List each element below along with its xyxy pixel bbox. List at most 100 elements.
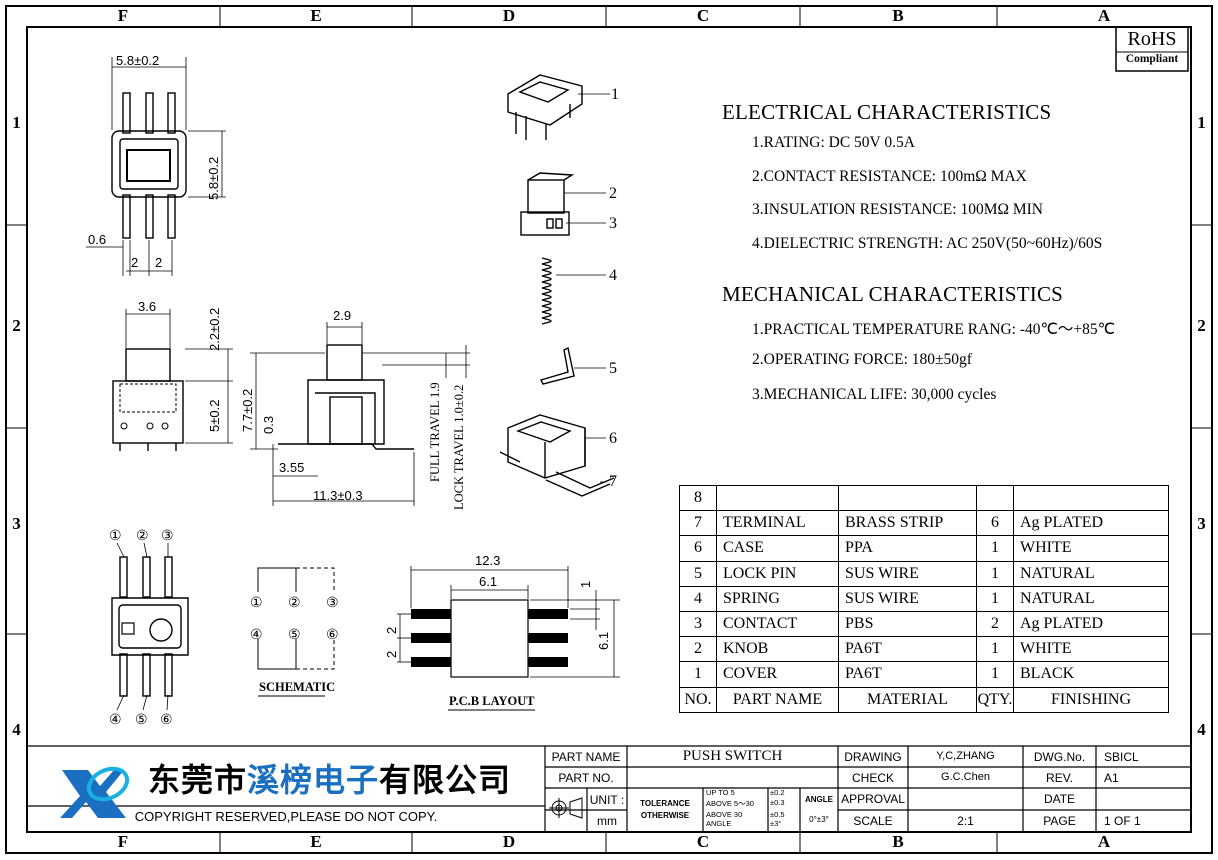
pin-4-label: ④ [109, 713, 122, 728]
rev-value: A1 [1104, 771, 1119, 785]
callout-2: 2 [609, 185, 617, 202]
bom-cell-no: 8 [679, 484, 717, 512]
pin-1-label: ① [109, 529, 122, 544]
bom-cell-material: SUS WIRE [838, 560, 977, 587]
schematic-pin-1: ① [250, 596, 263, 611]
company-name: 东莞市溪榜电子有限公司 [148, 761, 512, 799]
scale-value: 2:1 [957, 814, 974, 828]
mechanical-item: 3.MECHANICAL LIFE: 30,000 cycles [752, 386, 997, 403]
electrical-item: 4.DIELECTRIC STRENGTH: AC 250V(50~60Hz)/… [752, 235, 1103, 252]
check-label: CHECK [851, 771, 894, 785]
electrical-item: 2.CONTACT RESISTANCE: 100mΩ MAX [752, 168, 1027, 185]
side-view-front [112, 309, 233, 451]
bottom-view [111, 542, 189, 711]
part-name-label: PART NAME [551, 750, 621, 764]
dim-height-top: 5.8±0.2 [206, 156, 221, 200]
bom-cell-finish: NATURAL [1013, 585, 1169, 612]
page-label: PAGE [1043, 814, 1076, 828]
bom-cell-no: 2 [679, 636, 717, 663]
bom-cell-name: COVER [716, 661, 839, 688]
dim-knob-width: 3.6 [138, 299, 157, 314]
bom-cell-name [716, 484, 839, 512]
bom-cell-qty: 1 [976, 585, 1014, 612]
zone-row-3: 3 [12, 514, 21, 533]
zone-row-4-right: 4 [1197, 720, 1206, 739]
page-value: 1 OF 1 [1104, 814, 1141, 828]
company-logo [60, 766, 130, 818]
bom-cell-qty: 2 [976, 610, 1014, 638]
zone-col-e-bottom: E [310, 832, 322, 851]
zone-row-2: 2 [12, 316, 21, 335]
callout-1: 1 [611, 86, 619, 103]
bom-cell-finish: WHITE [1013, 636, 1169, 663]
dim-full-travel: FULL TRAVEL 1.9 [428, 382, 442, 482]
bom-cell-material: PA6T [838, 636, 977, 663]
pin-6-label: ⑥ [160, 713, 173, 728]
pin-2-label: ② [136, 529, 149, 544]
bom-cell-name: SPRING [716, 585, 839, 612]
dim-pad-width: 1 [578, 580, 593, 588]
bom-cell-no: 1 [679, 661, 717, 688]
tolerance-range-3: ABOVE 30 [706, 810, 743, 819]
dim-knob-height: 2.2±0.2 [207, 307, 222, 351]
callout-5: 5 [609, 360, 617, 377]
angle-label: ANGLE [805, 795, 833, 804]
pin-3-label: ③ [161, 529, 174, 544]
bom-cell-qty: 1 [976, 535, 1014, 562]
zone-col-d: D [502, 6, 516, 25]
bom-cell-material: PPA [838, 535, 977, 562]
bom-cell-finish: Ag PLATED [1013, 510, 1169, 537]
approval-label: APPROVAL [841, 792, 905, 806]
zone-col-c-bottom: C [696, 832, 710, 851]
unit-value: mm [597, 814, 617, 828]
dim-pitch-b: 2 [155, 255, 163, 270]
bom-cell-name: CONTACT [716, 610, 839, 638]
bom-cell-no: 5 [679, 560, 717, 587]
part-no-label: PART NO. [558, 771, 614, 785]
dim-pcb-height: 6.1 [596, 631, 611, 650]
bom-cell-name: KNOB [716, 636, 839, 663]
zone-col-e: E [310, 6, 322, 25]
dim-lock-travel: LOCK TRAVEL 1.0±0.2 [452, 384, 466, 510]
schematic-pin-4: ④ [250, 628, 263, 643]
side-view-profile [250, 322, 470, 506]
bom-cell-qty [976, 484, 1014, 512]
bom-cell-qty: 6 [976, 510, 1014, 537]
otherwise-label: OTHERWISE [640, 811, 690, 820]
bom-row: 8 [679, 484, 1169, 512]
bom-cell-finish [1013, 484, 1169, 512]
dim-pin-width: 0.6 [88, 232, 107, 247]
bom-cell-material: PA6T [838, 661, 977, 688]
bom-cell-material: SUS WIRE [838, 585, 977, 612]
callout-3: 3 [609, 215, 617, 232]
zone-col-b-bottom: B [892, 832, 904, 851]
bom-cell-qty: 1 [976, 560, 1014, 587]
tolerance-range-4: ANGLE [706, 819, 732, 828]
tolerance-range-2: ABOVE 5～30 [706, 799, 754, 808]
zone-col-a-bottom: A [1097, 832, 1111, 851]
dim-body-height: 5±0.2 [207, 399, 222, 432]
bom-cell-name: CASE [716, 535, 839, 562]
dim-width-top: 5.8±0.2 [116, 53, 160, 68]
bom-cell-no: 6 [679, 535, 717, 562]
bom-cell-no: 4 [679, 585, 717, 612]
bom-cell-no: 3 [679, 610, 717, 638]
zone-col-d-bottom: D [502, 832, 516, 851]
schematic-pin-6: ⑥ [326, 628, 339, 643]
electrical-item: 1.RATING: DC 50V 0.5A [752, 134, 915, 151]
zone-col-a: A [1097, 6, 1111, 25]
bom-cell-finish: NATURAL [1013, 560, 1169, 587]
schematic-pin-2: ② [288, 596, 301, 611]
dim-pad-pitch-b: 2 [384, 650, 399, 658]
bom-cell-finish: Ag PLATED [1013, 610, 1169, 638]
dwg-no-label: DWG.No. [1033, 750, 1086, 764]
